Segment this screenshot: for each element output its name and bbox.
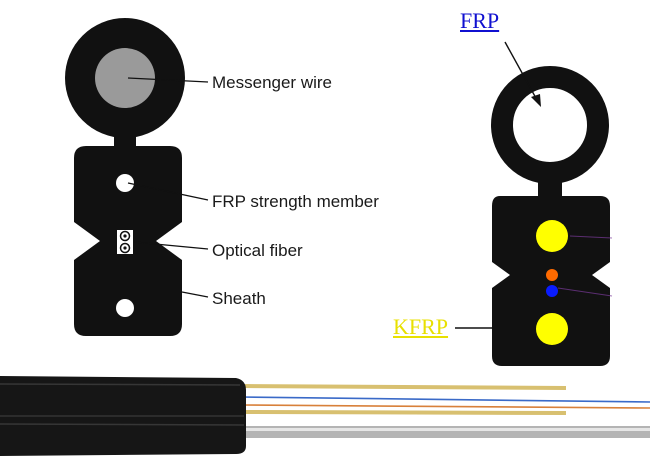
messenger-wire-core <box>95 48 155 108</box>
label-messenger-wire: Messenger wire <box>212 73 332 92</box>
fiber-strand-blue <box>239 396 650 403</box>
right-cross-section <box>455 41 613 366</box>
right-cable-body <box>492 196 610 366</box>
kfrp-strength-member-bottom <box>536 313 568 345</box>
messenger-steel-wire <box>240 426 650 438</box>
frp-arrow <box>504 41 541 107</box>
left-leader-lines <box>127 77 209 298</box>
label-kfrp: KFRP <box>393 314 449 339</box>
fiber-orange <box>546 269 558 281</box>
optical-fiber-pair <box>117 230 133 254</box>
frp-strength-member-bottom <box>116 299 134 317</box>
label-frp-strength-member: FRP strength member <box>212 192 379 211</box>
kfrp-strength-member-top <box>536 220 568 252</box>
cable-photo <box>0 376 650 456</box>
fiber-blue <box>546 285 558 297</box>
fiber-strand-yellow-2 <box>239 410 567 415</box>
fiber-strand-yellow-1 <box>239 384 567 390</box>
label-sheath: Sheath <box>212 289 266 308</box>
left-cross-section <box>65 18 209 336</box>
label-frp: FRP <box>460 8 500 33</box>
right-neck <box>538 170 562 200</box>
fiber-strand-orange <box>239 404 650 409</box>
right-faint-leaders <box>557 235 613 297</box>
label-optical-fiber: Optical fiber <box>212 241 303 260</box>
frp-strength-member-top <box>116 174 134 192</box>
frp-ring <box>491 66 609 184</box>
